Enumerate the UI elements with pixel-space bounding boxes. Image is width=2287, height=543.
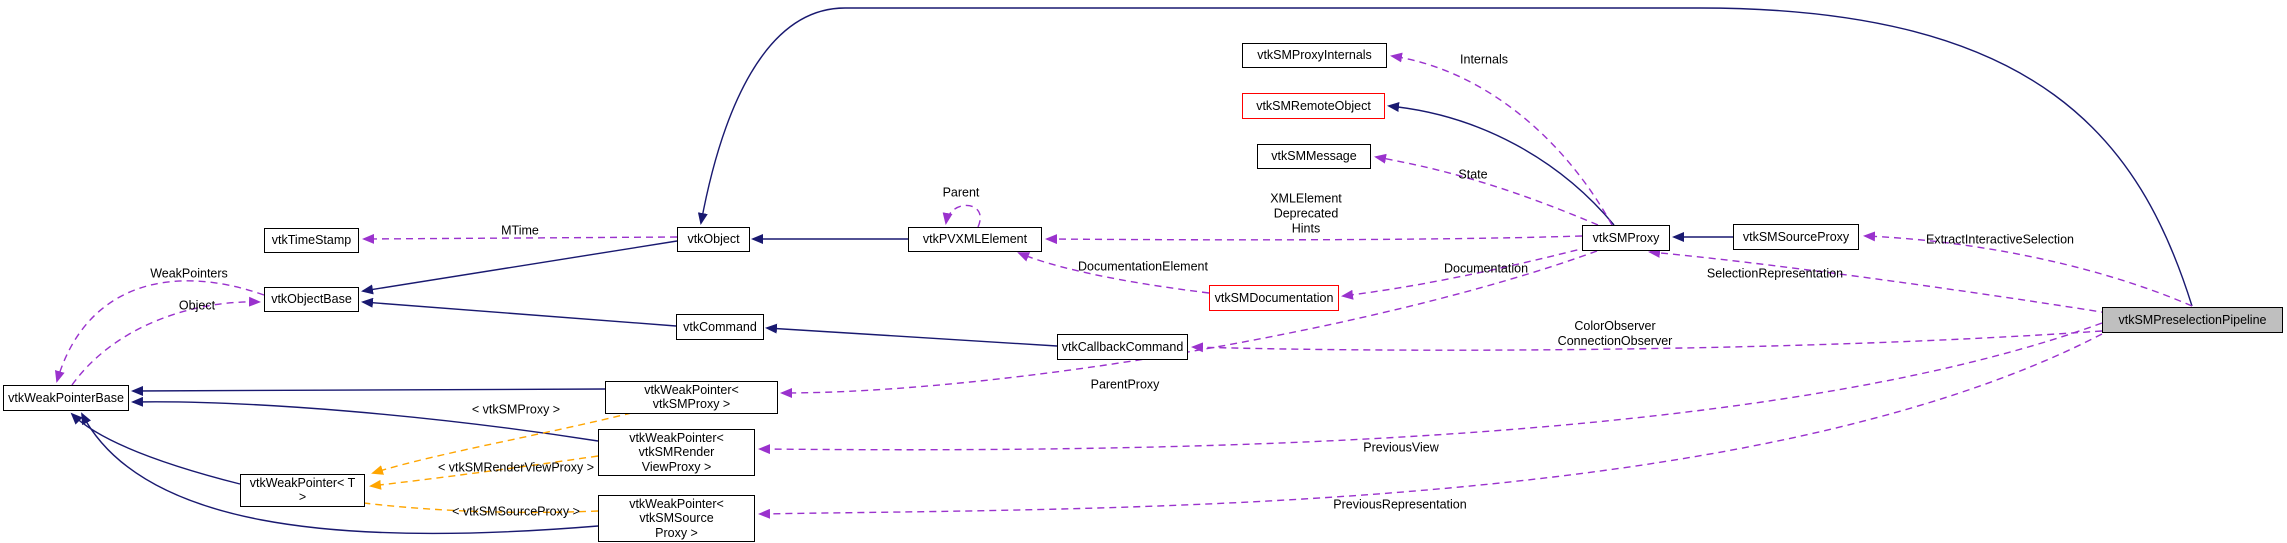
- edge-wpt-to-wpbase: [70, 412, 241, 485]
- edge-parent-selfloop: [942, 204, 981, 228]
- node-wpSource[interactable]: vtkWeakPointer< vtkSMSource Proxy >: [598, 495, 755, 543]
- node-wpRenderView[interactable]: vtkWeakPointer< vtkSMRender ViewProxy >: [598, 429, 755, 477]
- node-vtkTimeStamp[interactable]: vtkTimeStamp: [264, 228, 359, 253]
- edge-mtime: [362, 233, 678, 244]
- edge-selectionrep: [1648, 247, 2109, 314]
- edge-wprenderview-to-wpbase: [131, 396, 599, 442]
- edge-xmlelement: [1045, 234, 1583, 245]
- node-vtkPVXMLElement[interactable]: vtkPVXMLElement: [908, 227, 1042, 252]
- edge-colorobserver: [1191, 330, 2103, 353]
- edge-weakpointers: [55, 280, 265, 383]
- node-vtkSMDocumentation[interactable]: vtkSMDocumentation: [1209, 285, 1339, 311]
- edge-pipeline-to-vtkobject: [697, 7, 2193, 307]
- edge-vtkcommand-to-vtkobjectbase: [361, 297, 677, 327]
- edge-template-smproxy: [371, 406, 656, 475]
- edge-wpsmproxy-to-wpbase: [131, 385, 606, 396]
- edge-vtkcallbackcommand-to-vtkcommand: [765, 323, 1058, 347]
- edge-documentation: [1341, 246, 1590, 300]
- edge-parentproxy: [780, 250, 1598, 398]
- node-vtkSMProxy[interactable]: vtkSMProxy: [1582, 225, 1670, 251]
- node-pipeline: vtkSMPreselectionPipeline: [2102, 307, 2283, 333]
- node-wpSMProxy[interactable]: vtkWeakPointer< vtkSMProxy >: [605, 381, 778, 414]
- node-vtkWeakPointerBase[interactable]: vtkWeakPointerBase: [3, 385, 129, 411]
- edge-previousview: [758, 322, 2103, 455]
- node-vtkSMMessage[interactable]: vtkSMMessage: [1257, 144, 1371, 169]
- edge-object: [71, 296, 261, 386]
- edge-docelement: [1017, 252, 1210, 294]
- edge-extractsel: [1863, 231, 2193, 307]
- edge-template-render: [369, 455, 599, 490]
- node-vtkSMProxyInternals[interactable]: vtkSMProxyInternals: [1242, 43, 1387, 68]
- edge-wpsource-to-wpbase: [81, 412, 599, 535]
- node-vtkSMSourceProxy[interactable]: vtkSMSourceProxy: [1733, 224, 1859, 250]
- edge-previousrep: [758, 333, 2103, 519]
- edge-vtkobject-to-vtkobjectbase: [361, 240, 678, 295]
- node-vtkSMRemoteObject[interactable]: vtkSMRemoteObject: [1242, 93, 1385, 119]
- edge-state: [1374, 153, 1599, 226]
- node-vtkCallbackCommand[interactable]: vtkCallbackCommand: [1057, 334, 1188, 360]
- node-vtkObjectBase[interactable]: vtkObjectBase: [264, 287, 359, 312]
- edge-template-source: [346, 497, 599, 514]
- node-vtkWeakPointerT[interactable]: vtkWeakPointer< T >: [240, 474, 365, 507]
- edge-internals: [1390, 52, 1613, 226]
- node-vtkObject[interactable]: vtkObject: [677, 227, 750, 252]
- node-vtkCommand[interactable]: vtkCommand: [676, 314, 764, 340]
- edge-vtksmproxy-to-vtksmremoteobject: [1387, 102, 1615, 226]
